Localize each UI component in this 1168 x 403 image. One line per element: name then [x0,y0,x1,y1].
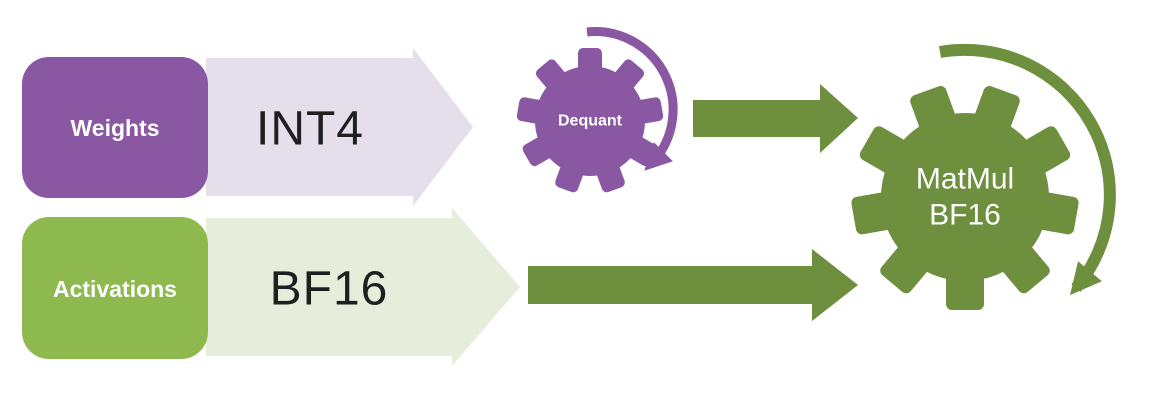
bf16-flow-arrow: BF16 [206,208,520,366]
activations-box [22,217,208,359]
int4-arrow-shape [206,48,473,206]
bf16-label: BF16 [270,263,389,316]
weights-box [22,57,208,198]
matmul-label-line1: MatMul [916,163,1014,196]
dequant-gear-body [535,66,645,176]
matmul-cycle-arrow-icon [938,43,1116,296]
weights-label: Weights [70,115,159,141]
matmul-label-line2: BF16 [929,199,1001,232]
matmul-gear-icon: MatMul BF16 [851,86,1079,310]
int4-flow-arrow: INT4 [206,48,473,206]
matmul-gear-body [881,113,1049,281]
dequant-label: Dequant [558,113,623,130]
activations-node: Activations [22,217,208,359]
dequant-to-matmul-arrow [693,84,858,153]
bf16-to-matmul-arrow [528,249,858,321]
weights-node: Weights [22,57,208,198]
activations-label: Activations [53,276,177,302]
dequant-cycle-arrow-icon [586,27,678,171]
dequant-gear-icon: Dequant [516,48,664,193]
bf16-arrow-shape [206,208,520,366]
int4-label: INT4 [256,103,364,156]
